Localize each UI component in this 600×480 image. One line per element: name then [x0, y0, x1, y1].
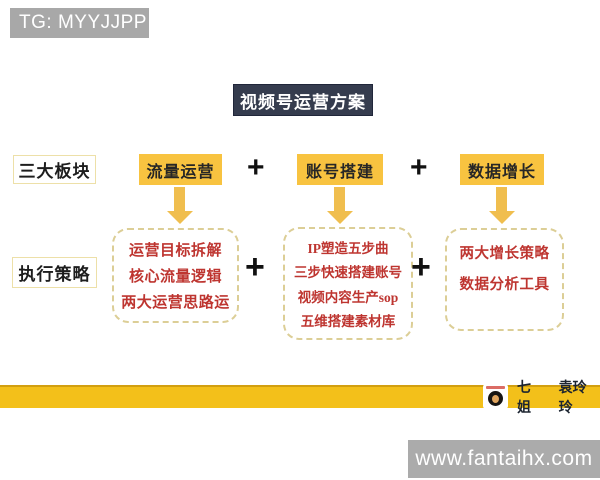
row-label-strategies: 执行策略	[12, 257, 97, 288]
strategy-item: 三步快速搭建账号	[294, 265, 402, 281]
plus-icon: +	[410, 151, 428, 184]
strategy-item: 两大增长策略	[459, 246, 550, 262]
strategy-item: 数据分析工具	[459, 277, 550, 293]
module-traffic-operation: 流量运营	[139, 154, 222, 185]
plus-icon: +	[247, 151, 265, 184]
arrow-stem	[496, 187, 507, 211]
row-label-sections: 三大板块	[13, 155, 96, 184]
strategy-list-account: IP塑造五步曲 三步快速搭建账号 视频内容生产sop 五维搭建素材库	[283, 227, 413, 340]
arrow-stem	[174, 187, 185, 211]
page-title: 视频号运营方案	[233, 84, 373, 116]
strategy-item: 核心流量逻辑	[128, 269, 222, 285]
module-data-growth: 数据增长	[460, 154, 544, 185]
strategy-item: 五维搭建素材库	[300, 313, 396, 329]
module-account-setup: 账号搭建	[297, 154, 383, 185]
arrow-stem	[334, 187, 345, 211]
footer-bar	[0, 385, 600, 408]
strategy-item: IP塑造五步曲	[307, 241, 389, 257]
arrow-down-icon	[167, 187, 193, 224]
site-watermark: www.fantaihx.com	[408, 440, 600, 478]
strategy-item: 视频内容生产sop	[297, 289, 399, 305]
arrow-head	[167, 211, 193, 224]
author-names: 七姐 袁玲玲	[517, 379, 600, 415]
strategy-item: 两大运营思路运	[121, 295, 230, 311]
arrow-down-icon	[489, 187, 515, 224]
arrow-down-icon	[327, 187, 353, 224]
author-name: 袁玲玲	[558, 378, 587, 415]
avatar-face	[492, 395, 499, 403]
strategy-list-traffic: 运营目标拆解 核心流量逻辑 两大运营思路运	[112, 228, 239, 323]
author-logo	[483, 384, 508, 409]
arrow-head	[489, 211, 515, 224]
tg-watermark-badge: TG: MYYJJPP	[10, 8, 149, 38]
strategy-item: 运营目标拆解	[128, 243, 222, 259]
arrow-head	[327, 211, 353, 224]
strategy-list-growth: 两大增长策略 数据分析工具	[445, 228, 564, 331]
plus-icon: +	[245, 248, 265, 286]
author-title: 七姐	[517, 378, 531, 415]
logo-tagline	[486, 386, 505, 389]
plus-icon: +	[411, 248, 431, 286]
